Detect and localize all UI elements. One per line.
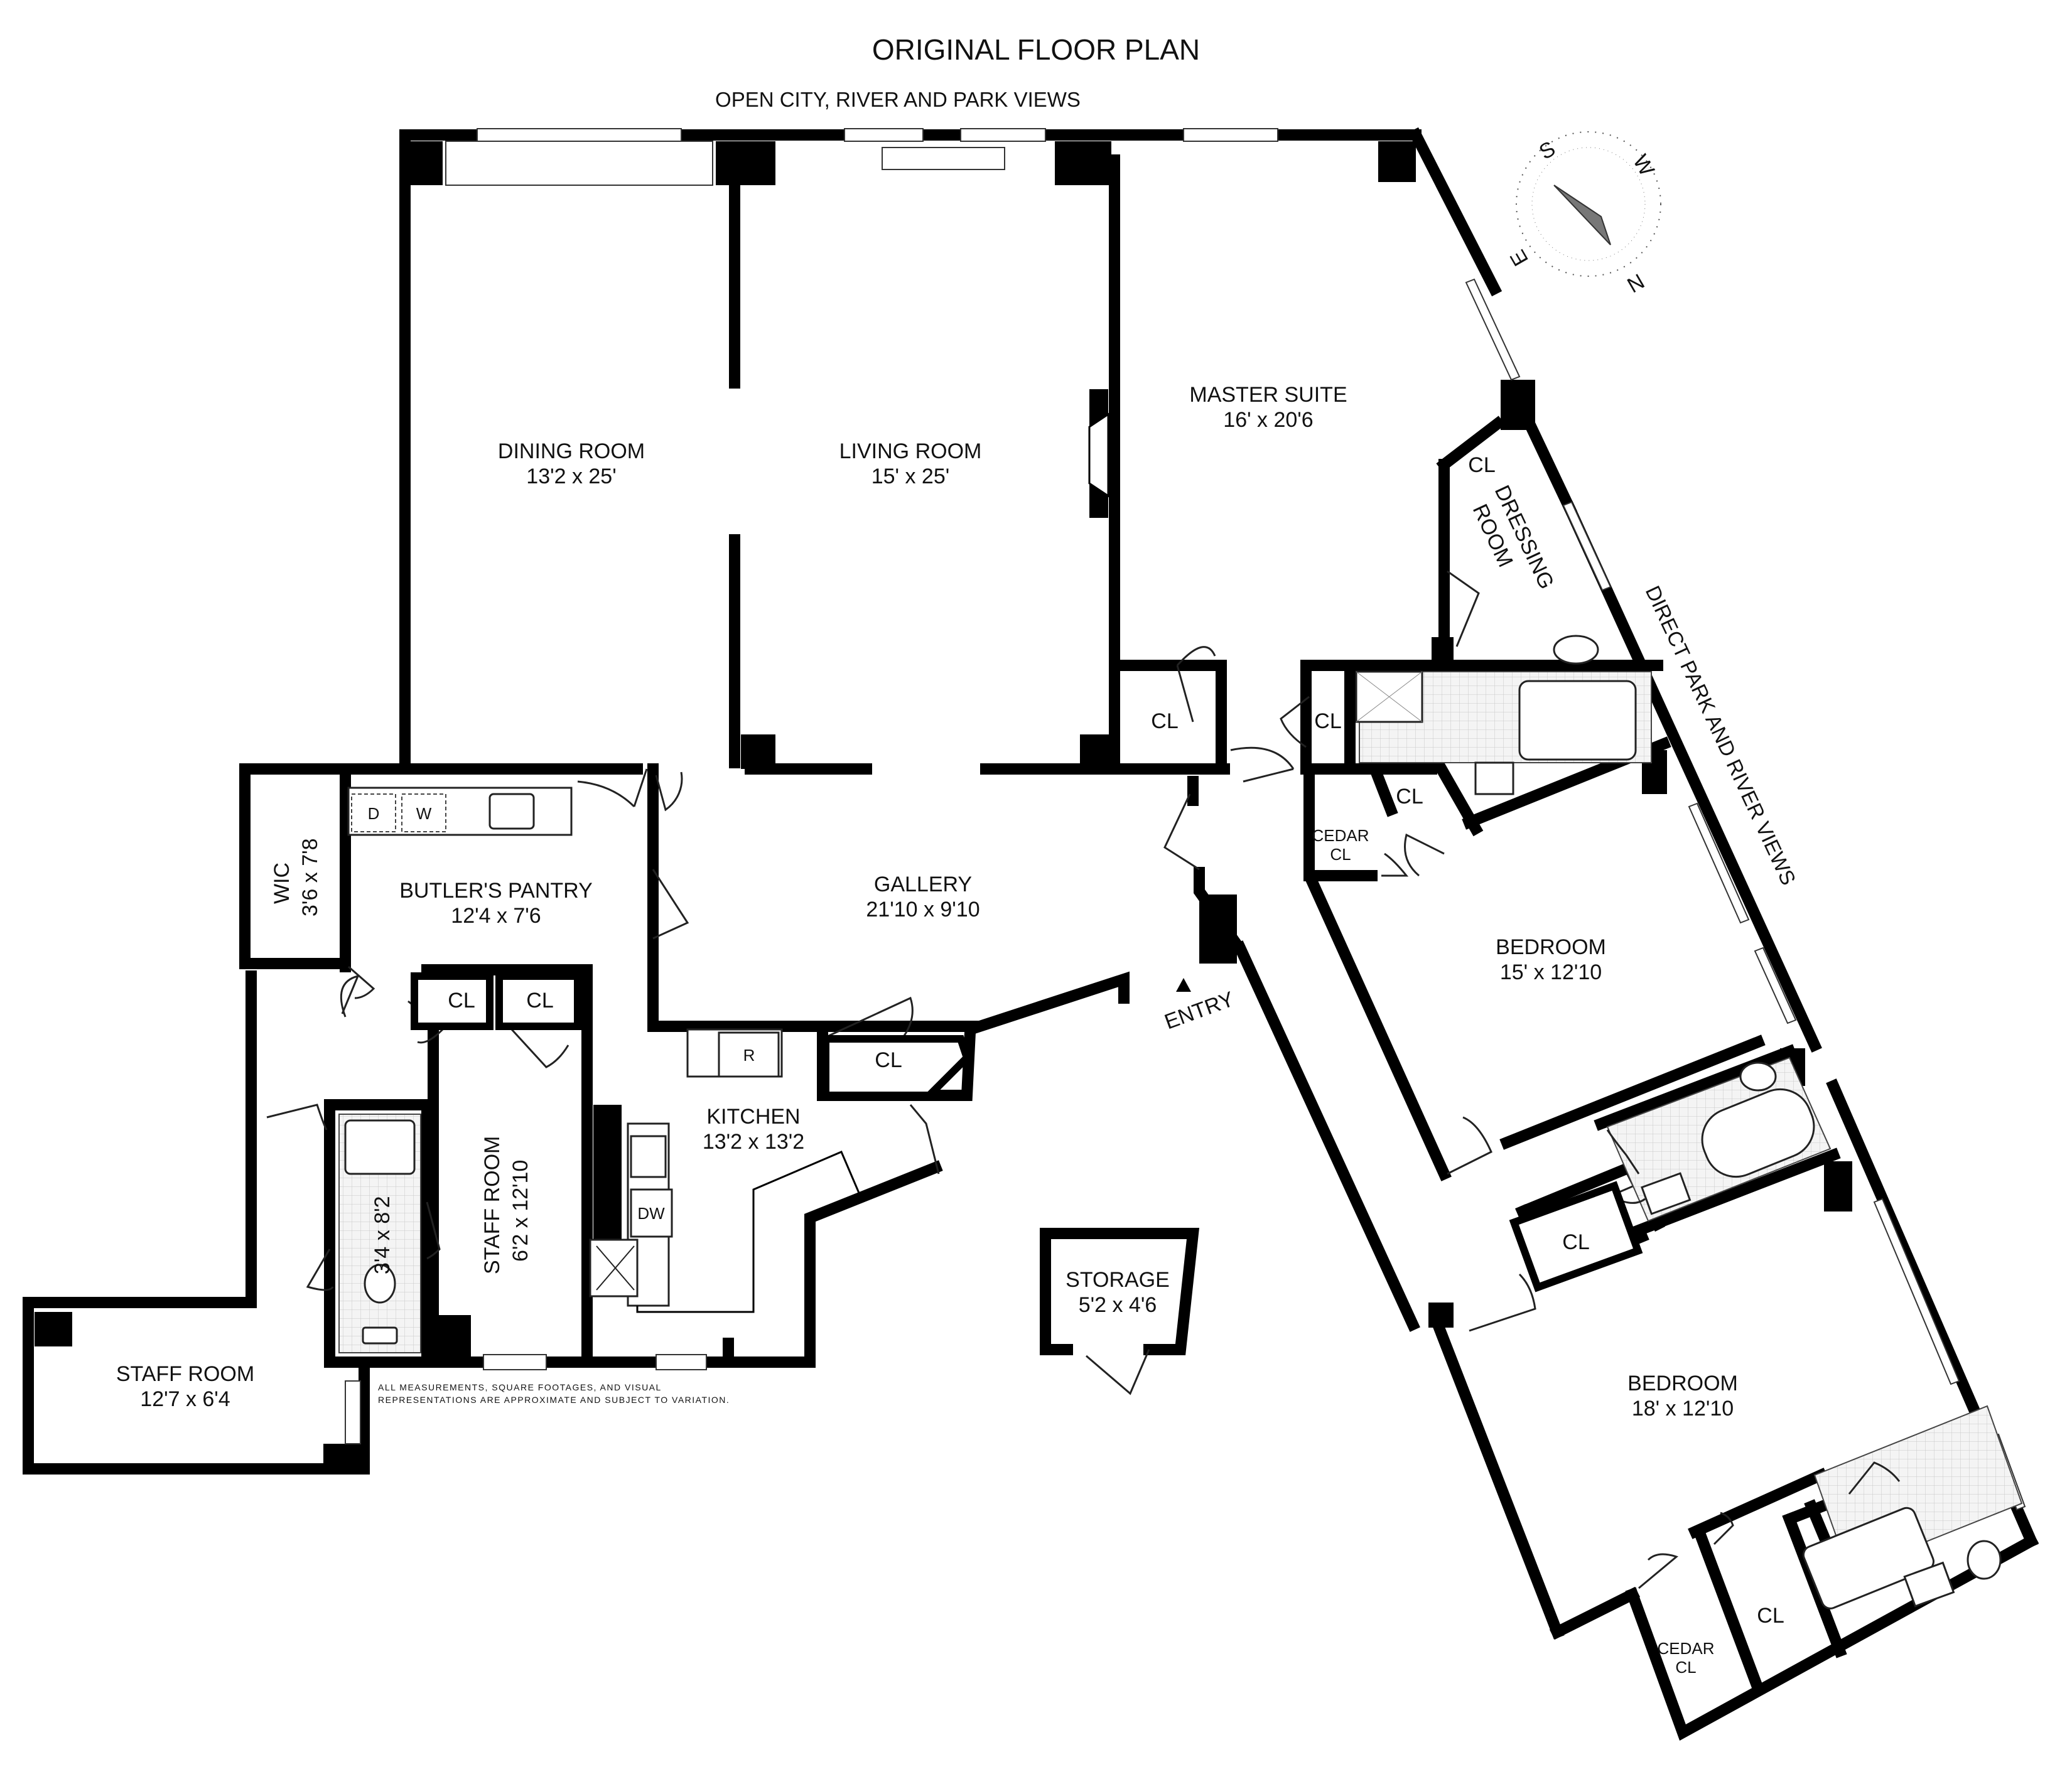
closet-label-master: CL (1151, 709, 1178, 733)
bedroom-1-name: BEDROOM (1496, 935, 1606, 959)
storage-name: STORAGE (1066, 1268, 1170, 1292)
staff-room-1-size: 6'2 x 12'10 (509, 1160, 532, 1262)
compass-n: N (1623, 269, 1648, 297)
bedroom-2-name: BEDROOM (1627, 1372, 1738, 1395)
closet-boxes (411, 972, 1643, 1292)
cedar-closet-1-line1: CEDAR (1312, 826, 1369, 845)
refrigerator-label: R (743, 1046, 755, 1065)
wic-size: 3'6 x 7'8 (298, 838, 322, 916)
windows (345, 128, 2026, 1511)
gallery-size: 21'10 x 9'10 (866, 898, 979, 921)
bedroom-1-size: 15' x 12'10 (1500, 960, 1602, 984)
dining-room-name: DINING ROOM (498, 439, 645, 463)
entry-label: ENTRY (1162, 987, 1238, 1034)
closet-label-gallery-east: CL (1314, 709, 1341, 733)
compass-w: W (1628, 151, 1659, 180)
entry-arrow-icon (1176, 978, 1191, 992)
dishwasher-box (351, 793, 396, 832)
compass-e: E (1506, 245, 1533, 270)
dishwasher-d-label: D (368, 804, 380, 823)
plan-title: ORIGINAL FLOOR PLAN (872, 33, 1200, 66)
cedar-closet-2-line1: CEDAR (1657, 1639, 1714, 1658)
master-suite-size: 16' x 20'6 (1223, 408, 1313, 432)
staff-room-1-name: STAFF ROOM (480, 1136, 504, 1274)
walls (23, 127, 2039, 1741)
staff-bath-size: 3'4 x 8'2 (370, 1196, 394, 1274)
closet-label-pantry-2: CL (526, 989, 553, 1013)
wic-name: WIC (270, 862, 294, 904)
bedroom-2-size: 18' x 12'10 (1632, 1397, 1734, 1421)
top-views-label: OPEN CITY, RIVER AND PARK VIEWS (715, 88, 1081, 111)
staff-room-2-size: 12'7 x 6'4 (140, 1387, 230, 1411)
wall-columns (35, 141, 1852, 1472)
master-suite-name: MASTER SUITE (1189, 383, 1347, 407)
compass-needle (1553, 185, 1611, 245)
kitchen-name: KITCHEN (706, 1105, 800, 1129)
washer-w-label: W (416, 804, 432, 823)
bathrooms (338, 635, 2023, 1609)
disclaimer-line-1: ALL MEASUREMENTS, SQUARE FOOTAGES, AND V… (378, 1382, 662, 1392)
butlers-pantry-name: BUTLER'S PANTRY (399, 879, 593, 903)
doors (266, 570, 1901, 1589)
living-room-size: 15' x 25' (871, 465, 950, 488)
washer-box (401, 793, 446, 832)
compass: S W N E (1506, 131, 1661, 297)
kitchen-size: 13'2 x 13'2 (703, 1130, 804, 1154)
cedar-closet-1-line2: CL (1330, 845, 1351, 864)
cedar-closet-2-line2: CL (1675, 1658, 1696, 1677)
fireplace (1088, 412, 1109, 498)
storage-size: 5'2 x 4'6 (1079, 1293, 1157, 1317)
butlers-pantry-size: 12'4 x 7'6 (451, 904, 541, 928)
compass-s: S (1535, 137, 1560, 164)
dining-room-size: 13'2 x 25' (526, 465, 616, 488)
living-room-name: LIVING ROOM (839, 439, 982, 463)
closet-label-dressing: CL (1468, 453, 1495, 477)
staff-room-2-name: STAFF ROOM (116, 1362, 254, 1386)
closet-label-bedroom-1: CL (1562, 1230, 1589, 1254)
closet-label-hall: CL (1396, 785, 1423, 809)
closet-label-bedroom-2: CL (1757, 1604, 1784, 1628)
kitchen-dw-label: DW (637, 1204, 665, 1223)
kitchen-fixtures (347, 787, 861, 1313)
closet-label-gallery-south: CL (875, 1048, 902, 1072)
gallery-name: GALLERY (874, 873, 972, 896)
closet-label-pantry-1: CL (448, 989, 475, 1013)
disclaimer-line-2: REPRESENTATIONS ARE APPROXIMATE AND SUBJ… (378, 1395, 730, 1405)
